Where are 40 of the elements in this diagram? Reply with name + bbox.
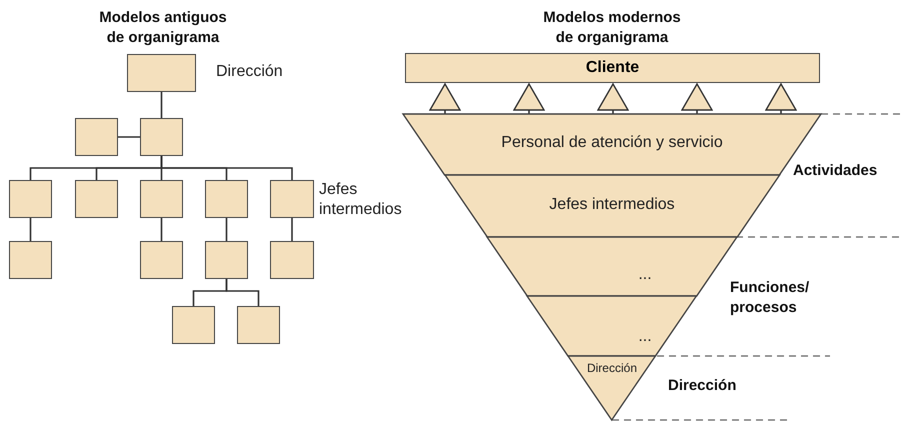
band-label: Dirección	[586, 361, 637, 375]
chevron-arrow	[765, 83, 797, 114]
org-box	[75, 180, 118, 218]
client-bar: Cliente	[405, 53, 820, 83]
org-box	[205, 180, 248, 218]
connector-line	[160, 92, 162, 118]
connector-line	[30, 218, 32, 241]
band-label: ...	[638, 266, 652, 284]
band-label: ...	[638, 328, 652, 346]
box-caption: Jefes intermedios	[319, 180, 401, 220]
connector-line	[160, 218, 162, 241]
heading: Modelos antiguos de organigrama	[98, 8, 228, 48]
org-box	[9, 180, 52, 218]
section-label: Dirección	[668, 376, 738, 396]
connector-line	[226, 279, 260, 306]
org-box	[9, 241, 52, 279]
org-box	[270, 241, 314, 279]
org-box	[140, 241, 183, 279]
section-label: Funciones/ procesos	[730, 278, 810, 318]
org-box	[75, 118, 118, 156]
connector-line	[118, 136, 140, 138]
connector-line	[291, 218, 293, 241]
org-box	[205, 241, 248, 279]
org-box	[140, 180, 183, 218]
connector-line	[226, 218, 228, 241]
heading: Modelos modernos de organigrama	[542, 8, 682, 48]
section-label: Actividades	[793, 161, 878, 181]
chevron-arrow	[513, 83, 545, 114]
connector-line	[160, 156, 293, 180]
chevron-arrow	[681, 83, 713, 114]
chevron-arrow	[597, 83, 629, 114]
box-caption: Dirección	[216, 62, 284, 82]
org-box	[237, 306, 280, 344]
org-box	[270, 180, 314, 218]
band-label: Jefes intermedios	[549, 196, 675, 214]
chevron-arrow	[429, 83, 461, 114]
band-label: Personal de atención y servicio	[501, 134, 723, 152]
org-box	[140, 118, 183, 156]
org-box	[127, 54, 196, 92]
org-box	[172, 306, 215, 344]
